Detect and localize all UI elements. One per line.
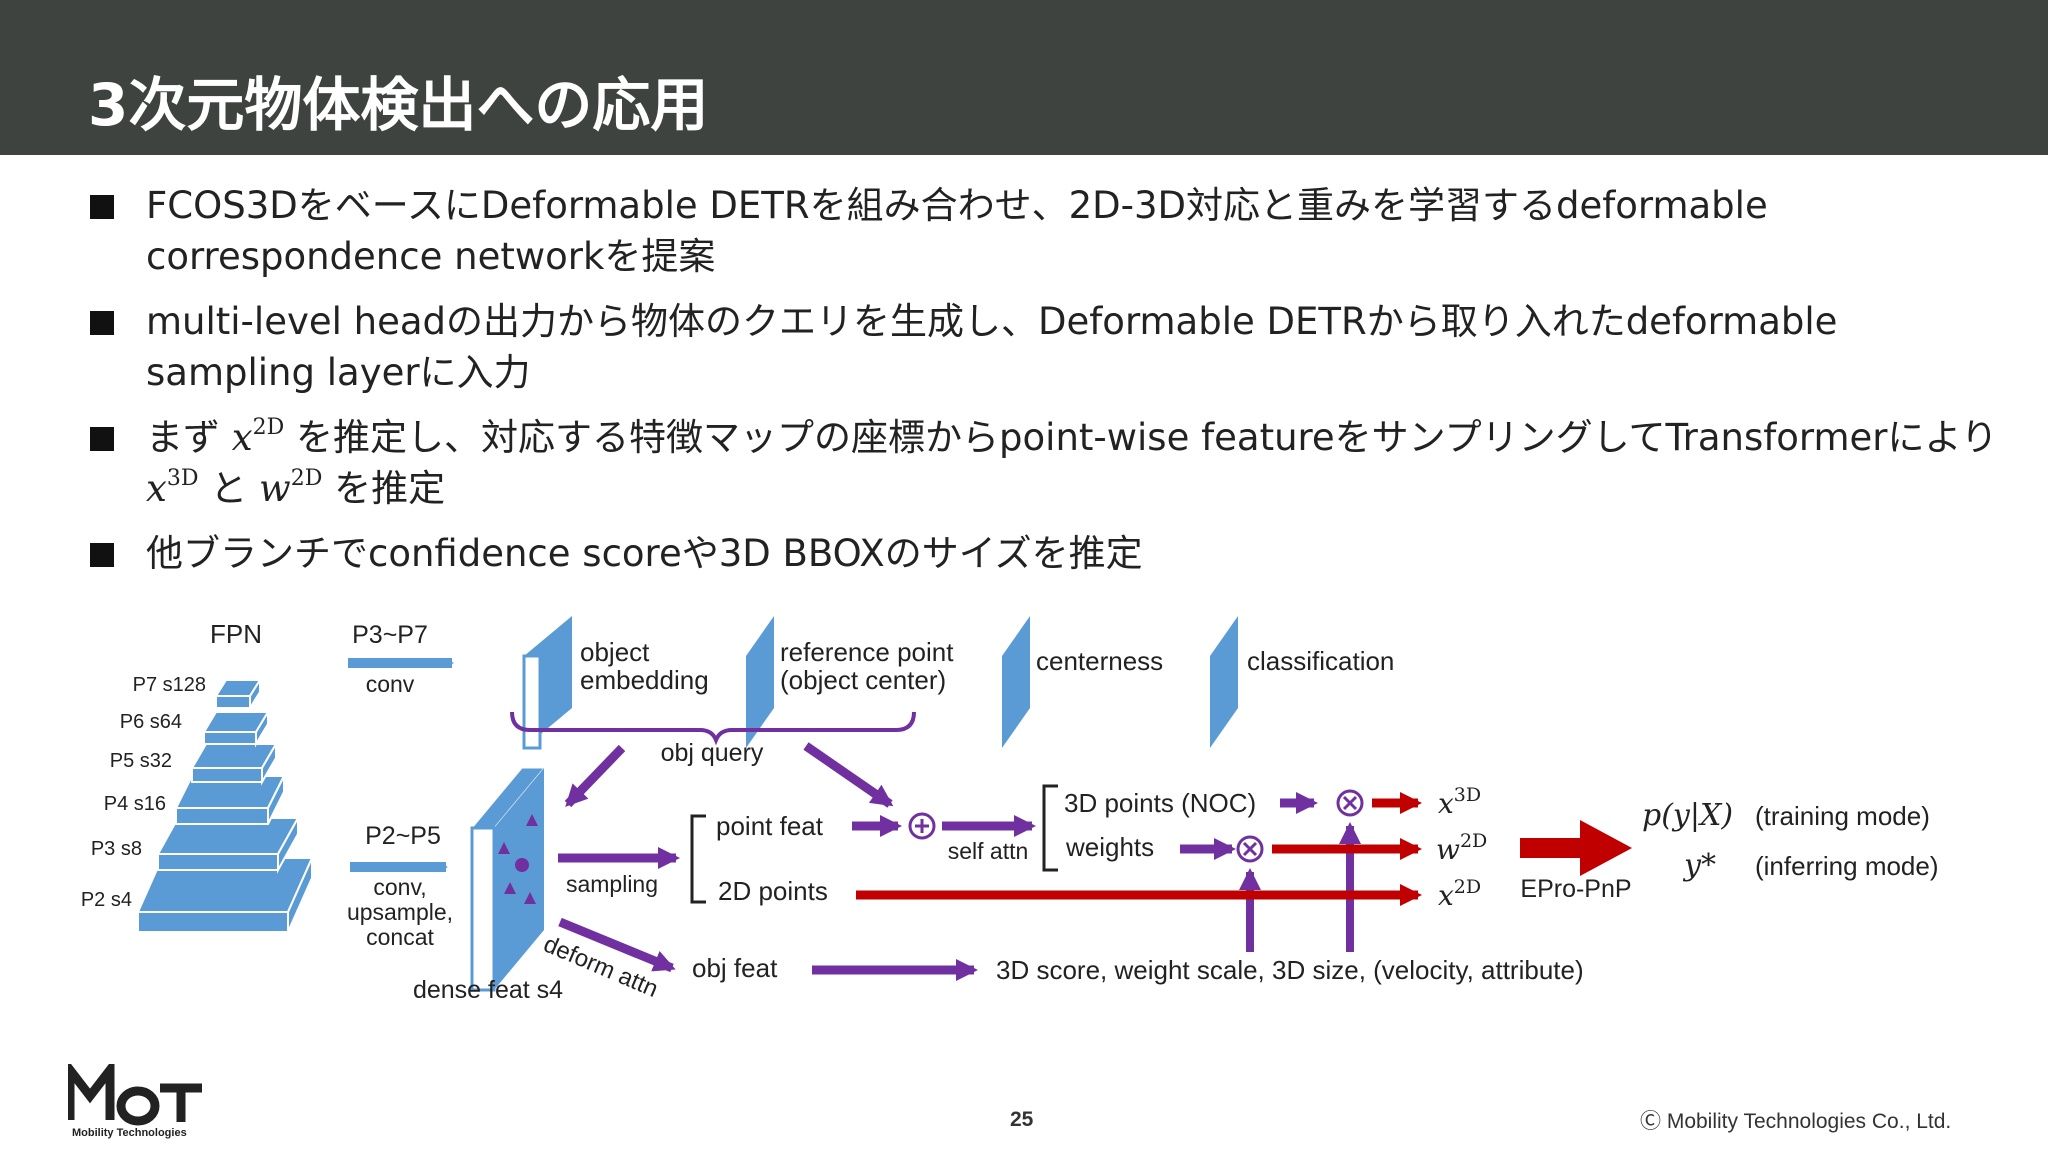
square-bullet-icon [90,311,114,335]
points-2d-label: 2D points [718,876,828,906]
svg-text:embedding: embedding [580,665,709,695]
point-feat-label: point feat [716,811,824,841]
bullet-list: FCOS3DをベースにDeformable DETRを組み合わせ、2D-3D対応… [88,180,2008,593]
company-logo [68,1064,202,1126]
square-bullet-icon [90,543,114,567]
bullet-text: 他ブランチでconfidence scoreや3D BBOXのサイズを推定 [146,532,1143,575]
head-object-embedding: object embedding [522,616,709,750]
train-mode: (training mode) [1755,801,1930,831]
add-icon [908,812,936,840]
obj-query-label: obj query [661,739,764,767]
x3d-label: x3D [1438,784,1481,820]
architecture-diagram: FPN P7 s128 P6 s64 P5 s32 P4 s16 P3 s8 P… [81,616,1939,1004]
fpn-level-p6 [202,708,270,748]
obj-query-brace [510,711,916,746]
deform-attn-arrow [558,917,676,973]
fpn-level-p7 [214,676,262,712]
logo-subtitle: Mobility Technologies [72,1127,187,1139]
bullet-item: 他ブランチでconfidence scoreや3D BBOXのサイズを推定 [88,528,2008,579]
self-attn-label: self attn [948,838,1029,864]
epro-pnp-arrow [1520,820,1632,876]
bullet-item: まず x2D を推定し、対応する特徴マップの座標からpoint-wise fea… [88,412,2008,514]
page-number: 25 [1010,1108,1034,1131]
sampling-label: sampling [566,871,658,897]
infer-mode: (inferring mode) [1755,851,1939,881]
svg-text:object: object [580,637,650,667]
multiply-icon [1236,835,1264,863]
w2d-label: w2D [1436,830,1487,866]
level-label: P5 s32 [110,750,172,772]
p3p7-label: P3~P7 [352,621,428,649]
bullet-text: を推定し、対応する特徴マップの座標からpoint-wise featureをサン… [296,416,1998,459]
math-w2d: w2D [259,466,323,510]
p2p5-op: conv, [373,874,426,900]
slide-title: 3次元物体検出への応用 [88,71,709,139]
conv-label: conv [366,671,415,697]
fpn-level-p4 [174,775,286,825]
query-to-feat-arrow [564,744,626,808]
level-label: P3 s8 [91,838,142,860]
obj-feat-label: obj feat [692,953,778,983]
p2p5-op: concat [366,924,434,950]
bullet-text: と [210,467,248,510]
fpn-level-p3 [156,814,300,874]
svg-text:classification: classification [1247,646,1394,676]
bullet-text: を推定 [334,467,446,510]
head-reference-point: reference point (object center) [746,616,954,748]
dense-feature-map [470,767,546,992]
p2p5-op: upsample, [347,899,453,925]
fpn-title: FPN [210,619,262,649]
multiply-icon [1336,789,1364,817]
svg-text:reference point: reference point [780,637,954,667]
bullet-text: まず [146,416,220,459]
copyright-notice: Ⓒ Mobility Technologies Co., Ltd. [1640,1110,1952,1133]
head-classification: classification [1210,616,1394,748]
bullet-text: FCOS3DをベースにDeformable DETRを組み合わせ、2D-3D対応… [146,184,1768,278]
x2d-label: x2D [1438,876,1481,912]
epro-pnp-label: EPro-PnP [1520,875,1631,903]
square-bullet-icon [90,195,114,219]
fpn-pyramid [136,676,314,933]
reference-point-icon [515,858,529,872]
score-label: 3D score, weight scale, 3D size, (veloci… [996,955,1584,985]
fpn-level-p2 [136,857,314,933]
bullet-text: multi-level headの出力から物体のクエリを生成し、Deformab… [146,300,1838,394]
math-x3d: x3D [146,466,199,510]
math-x2d: x2D [231,415,285,459]
level-label: P2 s4 [81,889,132,911]
head-centerness: centerness [1002,616,1163,748]
bullet-item: FCOS3DをベースにDeformable DETRを組み合わせ、2D-3D対応… [88,180,2008,282]
header-bar: 3次元物体検出への応用 [0,0,2048,155]
noc-label: 3D points (NOC) [1064,788,1256,818]
attn-bracket [1042,784,1058,872]
square-bullet-icon [90,427,114,451]
p2p5-label: P2~P5 [365,822,441,850]
level-label: P4 s16 [104,793,166,815]
bullet-item: multi-level headの出力から物体のクエリを生成し、Deformab… [88,296,2008,398]
infer-formula: y* [1682,848,1716,883]
train-formula: p(y|X) [1642,798,1733,833]
fpn-level-p5 [190,740,278,786]
query-to-attn-arrow [803,742,894,808]
dense-feat-label: dense feat s4 [413,976,563,1004]
level-label: P7 s128 [133,674,206,696]
sampling-bracket [690,814,706,904]
weights-label: weights [1065,832,1154,862]
svg-text:centerness: centerness [1036,646,1163,676]
svg-text:(object center): (object center) [780,665,946,695]
level-label: P6 s64 [120,711,182,733]
